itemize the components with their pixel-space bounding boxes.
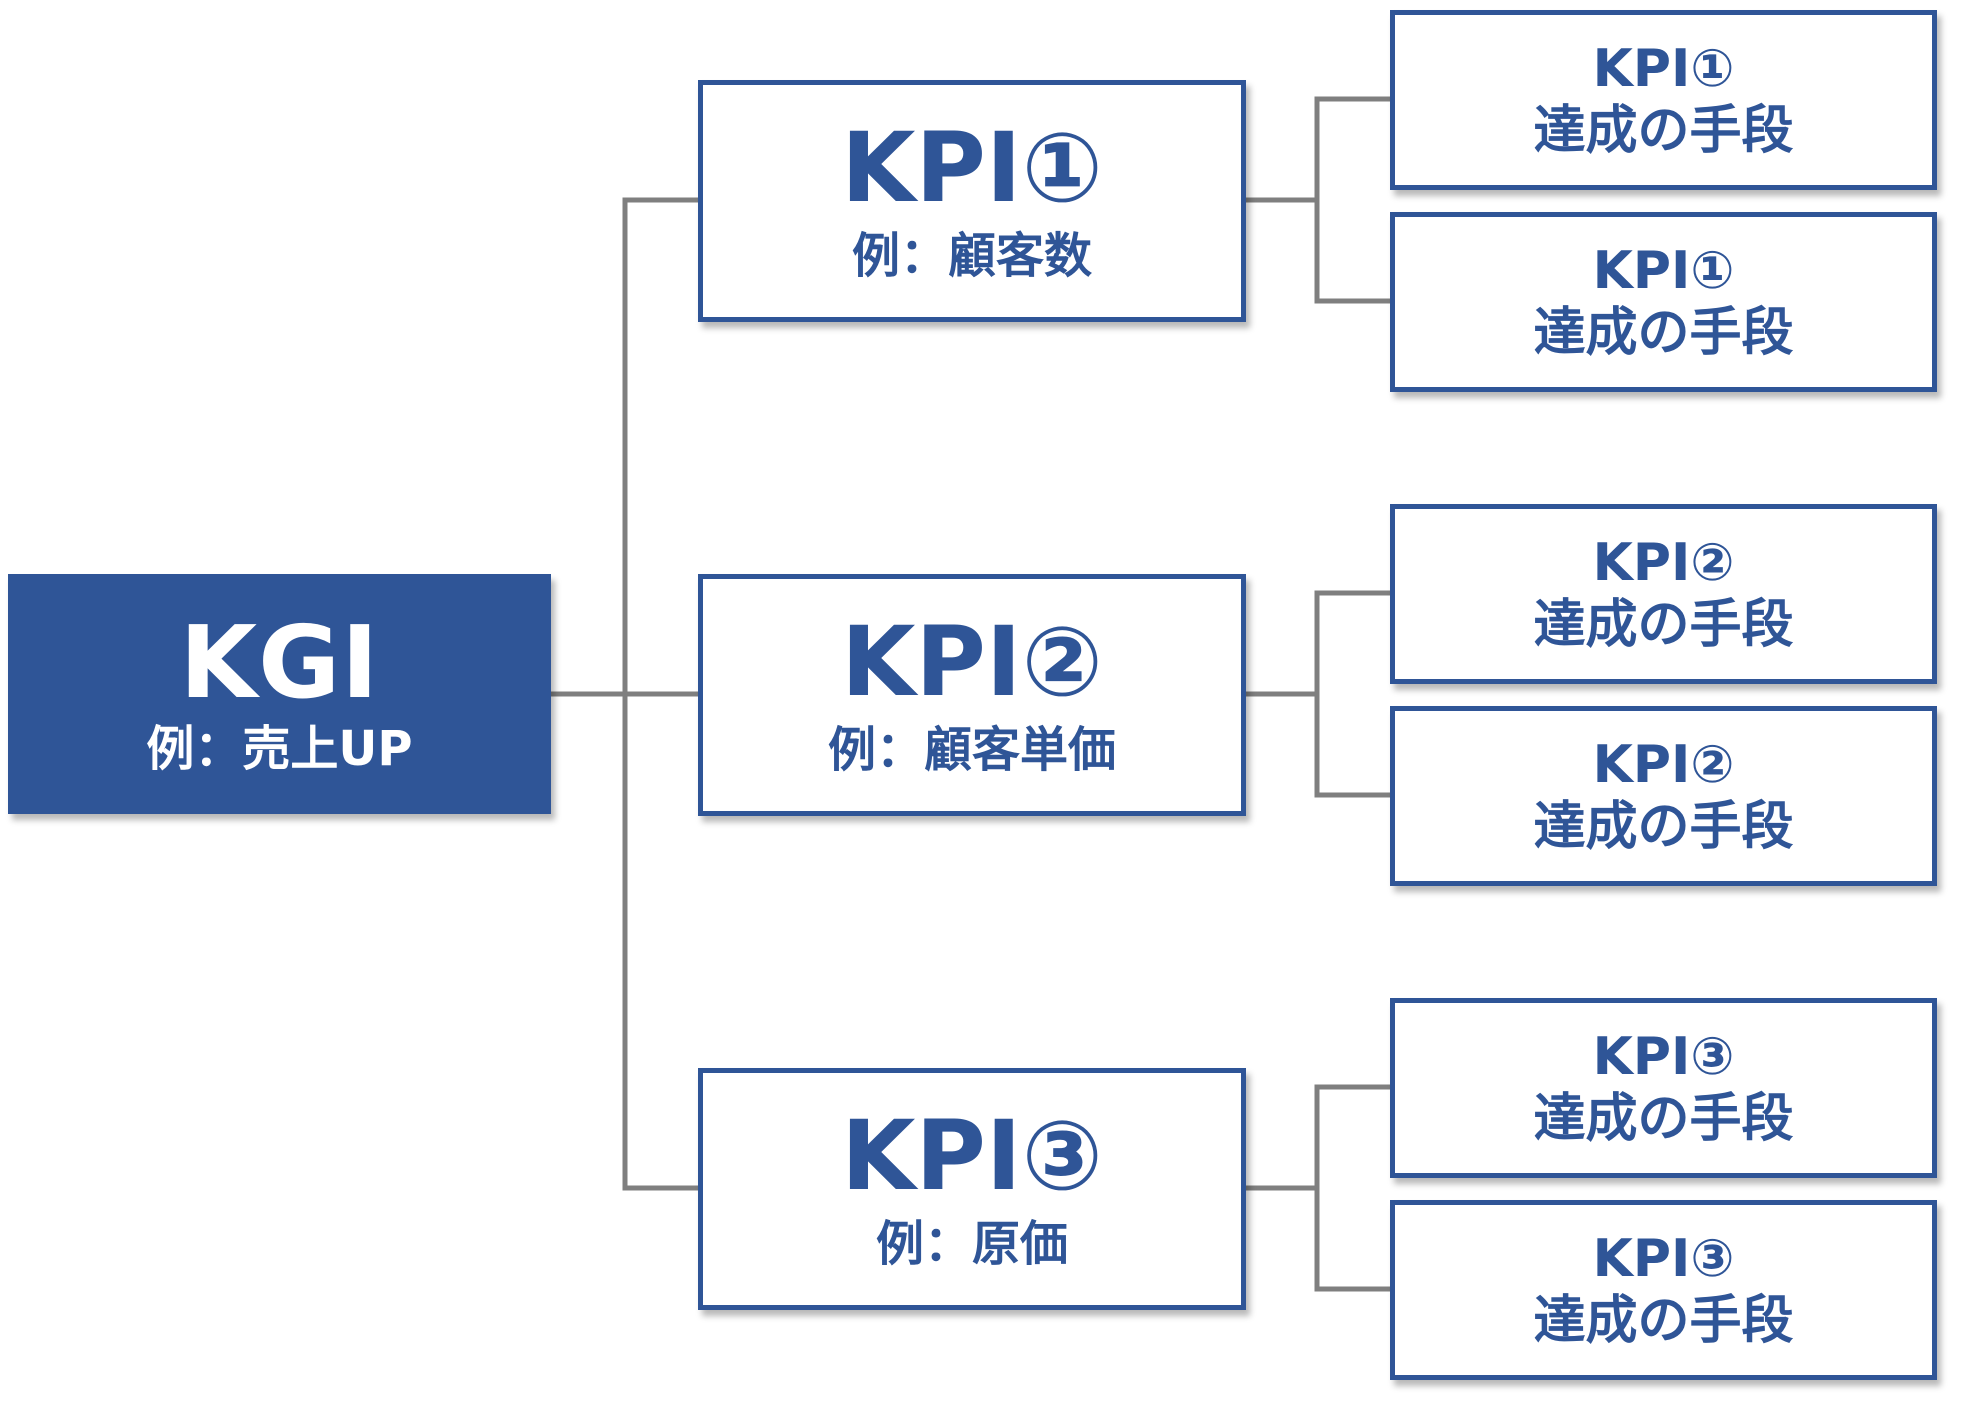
means-kpi-label: KPI③ [1592, 1229, 1735, 1289]
kpi-2-means-box-2: KPI② 達成の手段 [1390, 706, 1937, 886]
means-label: 達成の手段 [1533, 303, 1794, 363]
kgi-example: 例：売上UP [146, 721, 413, 777]
kpi-box-3: KPI③ 例：原価 [698, 1068, 1246, 1310]
kgi-title: KGI [179, 604, 380, 721]
means-label: 達成の手段 [1533, 101, 1794, 161]
means-label: 達成の手段 [1533, 797, 1794, 857]
means-label: 達成の手段 [1533, 1291, 1794, 1351]
means-label: 達成の手段 [1533, 595, 1794, 655]
kpi-1-means-box-2: KPI① 達成の手段 [1390, 212, 1937, 392]
means-kpi-label: KPI③ [1592, 1027, 1735, 1087]
means-kpi-label: KPI① [1592, 39, 1735, 99]
kpi-box-1: KPI① 例：顧客数 [698, 80, 1246, 322]
kpi-1-means-box-1: KPI① 達成の手段 [1390, 10, 1937, 190]
kpi-title: KPI③ [841, 1100, 1103, 1212]
kpi-example: 例：顧客単価 [827, 722, 1116, 778]
kpi-example: 例：原価 [875, 1216, 1068, 1272]
means-kpi-label: KPI① [1592, 241, 1735, 301]
kgi-box: KGI 例：売上UP [8, 574, 551, 814]
kpi-title: KPI② [841, 606, 1103, 718]
kpi-example: 例：顧客数 [851, 228, 1092, 284]
kpi-3-means-box-2: KPI③ 達成の手段 [1390, 1200, 1937, 1380]
kpi-3-means-box-1: KPI③ 達成の手段 [1390, 998, 1937, 1178]
means-kpi-label: KPI② [1592, 533, 1735, 593]
kpi-title: KPI① [841, 112, 1103, 224]
means-kpi-label: KPI② [1592, 735, 1735, 795]
kpi-box-2: KPI② 例：顧客単価 [698, 574, 1246, 816]
means-label: 達成の手段 [1533, 1089, 1794, 1149]
kpi-2-means-box-1: KPI② 達成の手段 [1390, 504, 1937, 684]
